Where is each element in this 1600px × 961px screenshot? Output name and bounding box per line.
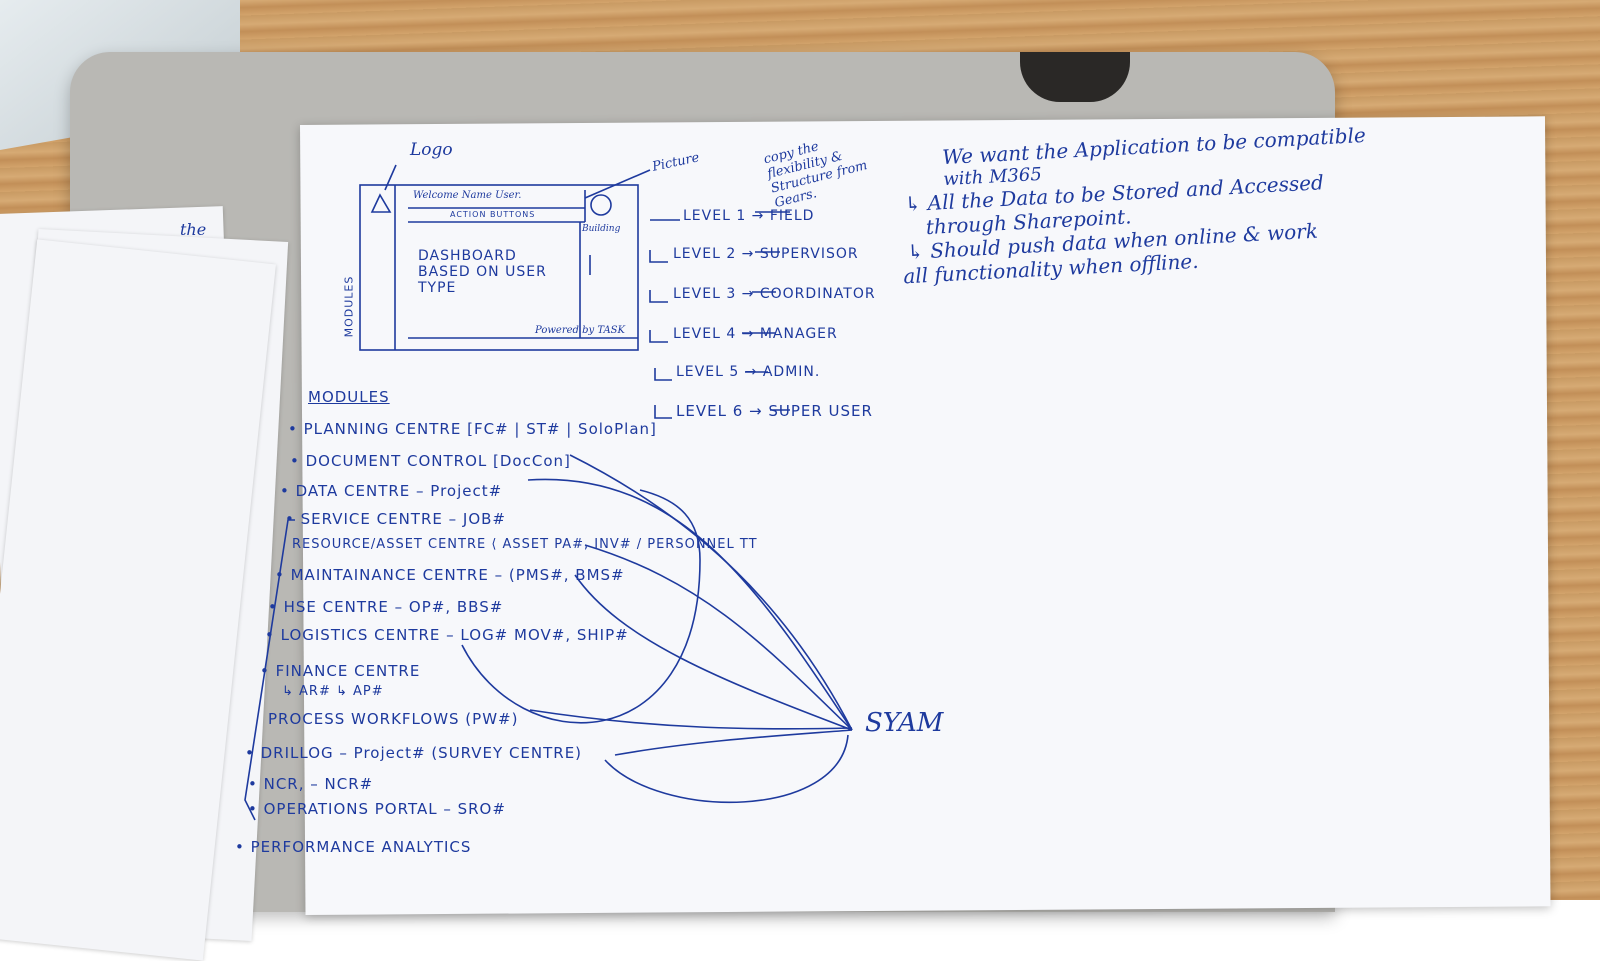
module-data-centre: • DATA CENTRE – Project# [280, 482, 503, 500]
level-5: LEVEL 5 → ADMIN. [676, 364, 821, 380]
module-resource-centre: RESOURCE/ASSET CENTRE ⟨ ASSET PA#, INV# … [292, 537, 758, 552]
module-performance-analytics: • PERFORMANCE ANALYTICS [235, 838, 472, 856]
logo-label: Logo [410, 140, 453, 160]
module-hse: • HSE CENTRE – OP#, BBS# [268, 598, 504, 616]
level-1: LEVEL 1 → FIELD [683, 208, 815, 224]
requirements-notes: We want the Application to be compatible… [902, 122, 1367, 289]
module-logistics: • LOGISTICS CENTRE – LOG# MOV#, SHIP# [265, 626, 629, 644]
welcome-text: Welcome Name User. [413, 190, 522, 201]
action-buttons-label: ACTION BUTTONS [450, 210, 536, 219]
module-service-centre: • SERVICE CENTRE – JOB# [285, 510, 506, 528]
modules-heading: MODULES [308, 388, 390, 406]
module-operations-portal: • OPERATIONS PORTAL – SRO# [248, 800, 506, 818]
assignee-name: SYAM [865, 708, 944, 738]
paper-stack: the [0, 206, 289, 961]
module-finance: • FINANCE CENTRE [260, 662, 421, 680]
module-document-control: • DOCUMENT CONTROL [DocCon] [290, 452, 571, 470]
module-process-workflows: PROCESS WORKFLOWS (PW#) [268, 710, 519, 728]
module-finance-sub: ↳ AR# ↳ AP# [282, 684, 384, 699]
level-6: LEVEL 6 → SUPER USER [676, 402, 873, 420]
dashboard-text: DASHBOARD BASED ON USER TYPE [418, 248, 547, 296]
module-maintenance: • MAINTAINANCE CENTRE – (PMS#, BMS# [275, 566, 625, 584]
module-drillog: • DRILLOG – Project# (SURVEY CENTRE) [245, 744, 583, 762]
module-planning: • PLANNING CENTRE [FC# | ST# | SoloPlan] [288, 420, 657, 438]
level-3: LEVEL 3 → COORDINATOR [673, 286, 876, 302]
building-label: Building [582, 224, 621, 234]
level-4: LEVEL 4 → MANAGER [673, 326, 838, 342]
laptop-notch [1020, 52, 1130, 102]
powered-by-text: Powered by TASK [535, 325, 625, 336]
side-paper-note: the [180, 220, 207, 239]
module-ncr: • NCR, – NCR# [248, 775, 374, 793]
level-2: LEVEL 2 → SUPERVISOR [673, 246, 859, 262]
modules-vertical-label: MODULES [342, 275, 356, 338]
